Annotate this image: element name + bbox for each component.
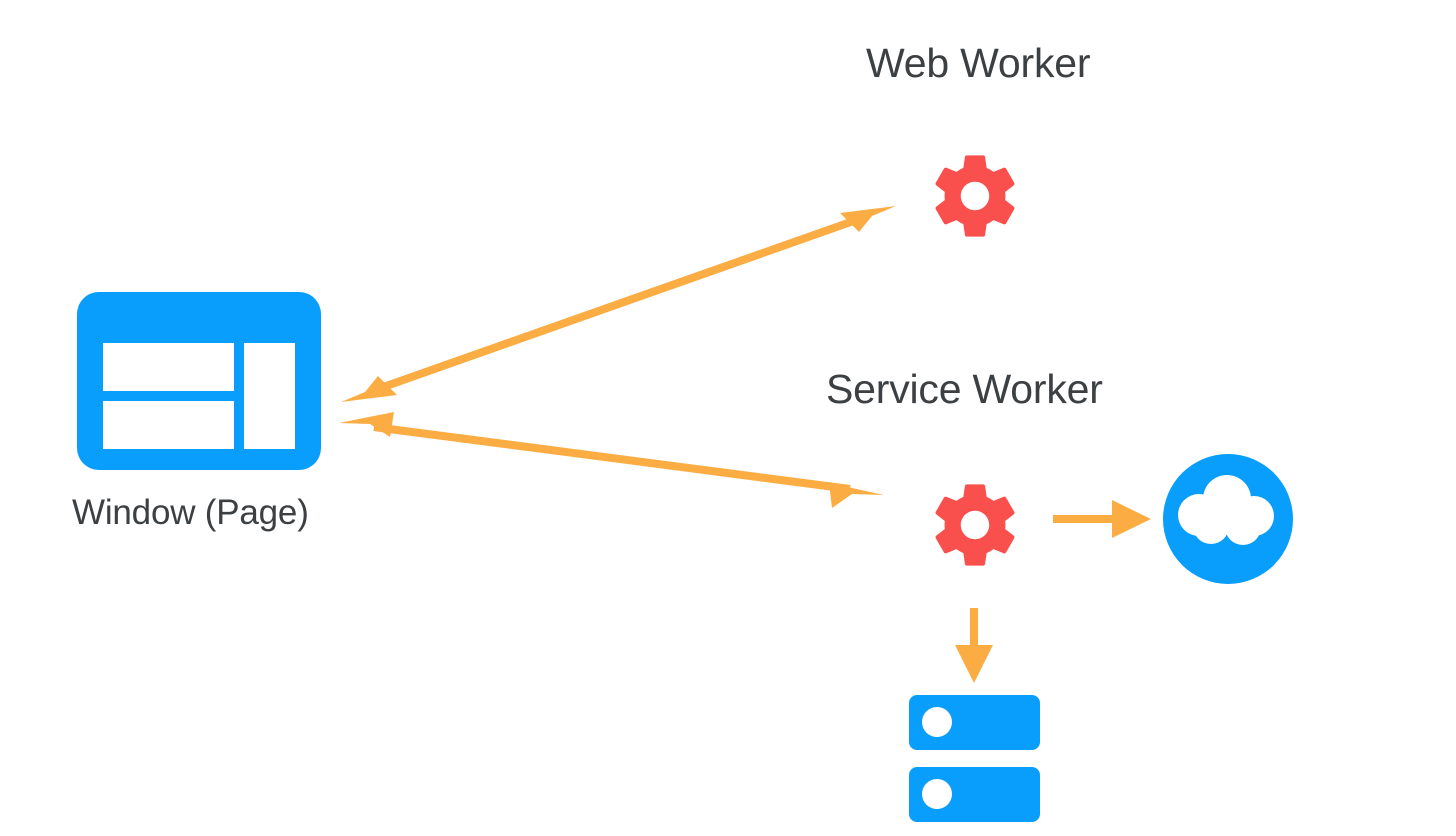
database-icon-row-1-indicator [922,707,952,737]
browser-window-pane-top-left [103,343,234,391]
label-window-page: Window (Page) [72,493,309,532]
edge-window-service-worker-arrowhead-start [339,412,394,437]
edge-window-service-worker-line [373,423,851,493]
edge-window-service-worker-arrowhead-end [829,483,884,508]
database-icon-row-2-indicator [922,779,952,809]
edge-window-web-worker-arrowhead-start [341,376,397,402]
edge-service-worker-database [955,608,993,683]
gear-icon-web-worker[interactable] [935,155,1015,237]
label-web-worker: Web Worker [866,40,1091,86]
label-service-worker: Service Worker [826,366,1103,412]
edge-service-worker-cloud-arrowhead [1112,500,1151,538]
database-icon[interactable] [909,695,1040,822]
cloud-icon[interactable] [1163,454,1293,584]
edge-window-service-worker [339,412,884,508]
edge-window-web-worker-line [370,214,864,395]
edge-service-worker-database-arrowhead [955,645,993,683]
browser-window-icon[interactable] [77,292,321,470]
browser-window-pane-right [244,343,295,449]
edge-window-web-worker [341,206,896,402]
gear-icon-service-worker[interactable] [935,484,1015,566]
edge-service-worker-cloud [1053,500,1151,538]
edge-window-web-worker-arrowhead-end [840,206,896,232]
browser-window-pane-bottom-left [103,401,234,449]
cloud-icon-glyph [1178,475,1274,545]
